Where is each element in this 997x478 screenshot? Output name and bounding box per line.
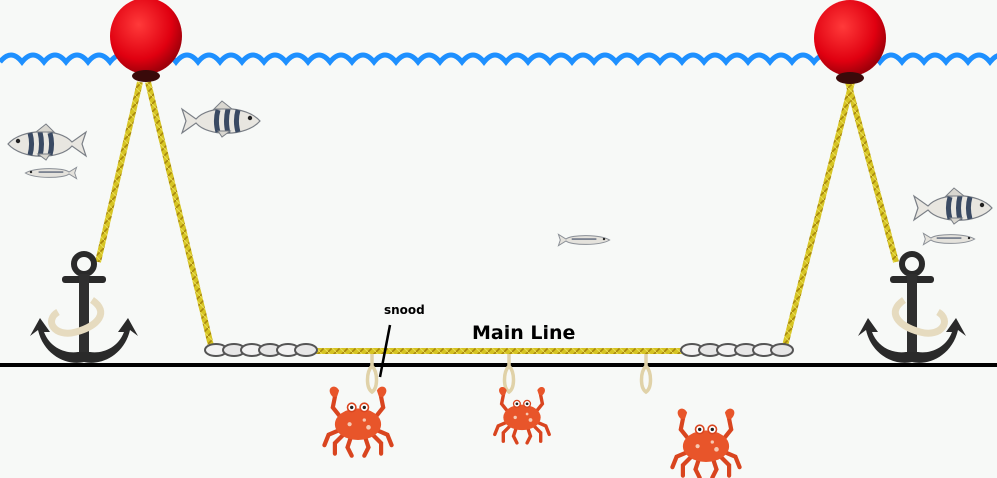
fish-icon [922,232,976,246]
chain-icon [204,343,318,357]
fish-icon [914,188,992,224]
buoy-icon [814,0,886,84]
buoy-icon [110,0,182,82]
main-line-label: Main Line [472,322,575,344]
left-buoy-line [145,81,215,351]
snood-label: snood [384,303,425,317]
anchor-icon [30,254,138,363]
anchor-icon [858,254,966,363]
chain-icon [680,343,794,357]
crab-icon [324,387,391,456]
crab-icon [493,385,551,445]
snood-icon [502,352,516,394]
fish-icon [24,166,78,180]
snood-icon [365,352,379,394]
left-buoy-line [95,81,143,263]
crab-icon [672,409,739,478]
right-buoy-line [845,81,899,263]
snood-icon [639,352,653,394]
snood-pointer [378,324,392,378]
fish-icon [557,233,611,247]
fish-icon [182,101,260,137]
right-buoy-line [781,81,855,351]
fish-icon [8,124,86,160]
